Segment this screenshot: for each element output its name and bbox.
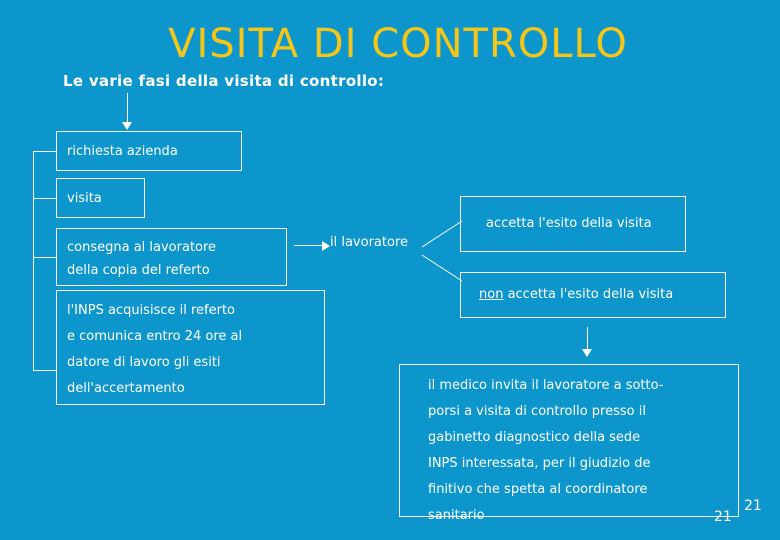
step-box-richiesta-azienda: richiesta azienda xyxy=(56,131,242,171)
step-box-inps-acquisisce: l'INPS acquisisce il referto e comunica … xyxy=(56,290,325,405)
step-box-visita-label: visita xyxy=(67,191,102,206)
arrow-down-to-medico-stem xyxy=(587,327,588,353)
arrow-right-to-lavoratore-head xyxy=(322,241,330,251)
outcome-box-accetta-esito-label: accetta l'esito della visita xyxy=(486,216,652,231)
bracket-tick-visita xyxy=(33,198,56,199)
outcome-box-non-accetta-esito: non accetta l'esito della visita xyxy=(460,272,726,318)
arrow-down-to-medico-head xyxy=(582,349,592,357)
outcome-box-non-accetta-esito-label: non accetta l'esito della visita xyxy=(479,284,673,306)
step-box-consegna-referto: consegna al lavoratore della copia del r… xyxy=(56,228,287,286)
step-box-inps-acquisisce-label: l'INPS acquisisce il referto e comunica … xyxy=(67,303,243,396)
page-number-outer: 21 xyxy=(744,498,762,514)
slide-subtitle: Le varie fasi della visita di controllo: xyxy=(63,72,385,90)
non-emphasis-text: non xyxy=(479,287,504,302)
branch-connector-icon xyxy=(421,220,463,282)
arrow-down-to-richiesta-head xyxy=(122,122,132,130)
bracket-tick-inps xyxy=(33,370,56,371)
arrow-down-to-richiesta-stem xyxy=(127,93,128,126)
branch-label-lavoratore: il lavoratore xyxy=(330,235,408,250)
step-box-consegna-referto-label: consegna al lavoratore della copia del r… xyxy=(67,240,217,278)
bracket-tick-consegna xyxy=(33,257,56,258)
step-box-visita: visita xyxy=(56,178,145,218)
outcome-box-medico-invita-label: il medico invita il lavoratore a sotto- … xyxy=(428,378,664,523)
step-box-richiesta-azienda-label: richiesta azienda xyxy=(67,144,178,159)
page-title: VISITA DI CONTROLLO xyxy=(168,21,628,67)
non-accetta-rest-text: accetta l'esito della visita xyxy=(503,287,674,302)
bracket-tick-richiesta xyxy=(33,151,56,152)
outcome-box-medico-invita: il medico invita il lavoratore a sotto- … xyxy=(399,364,739,523)
page-number-inner: 21 xyxy=(714,509,732,525)
arrow-right-to-lavoratore-stem xyxy=(294,245,325,246)
outcome-box-accetta-esito: accetta l'esito della visita xyxy=(460,196,686,252)
bracket-spine xyxy=(33,151,34,370)
